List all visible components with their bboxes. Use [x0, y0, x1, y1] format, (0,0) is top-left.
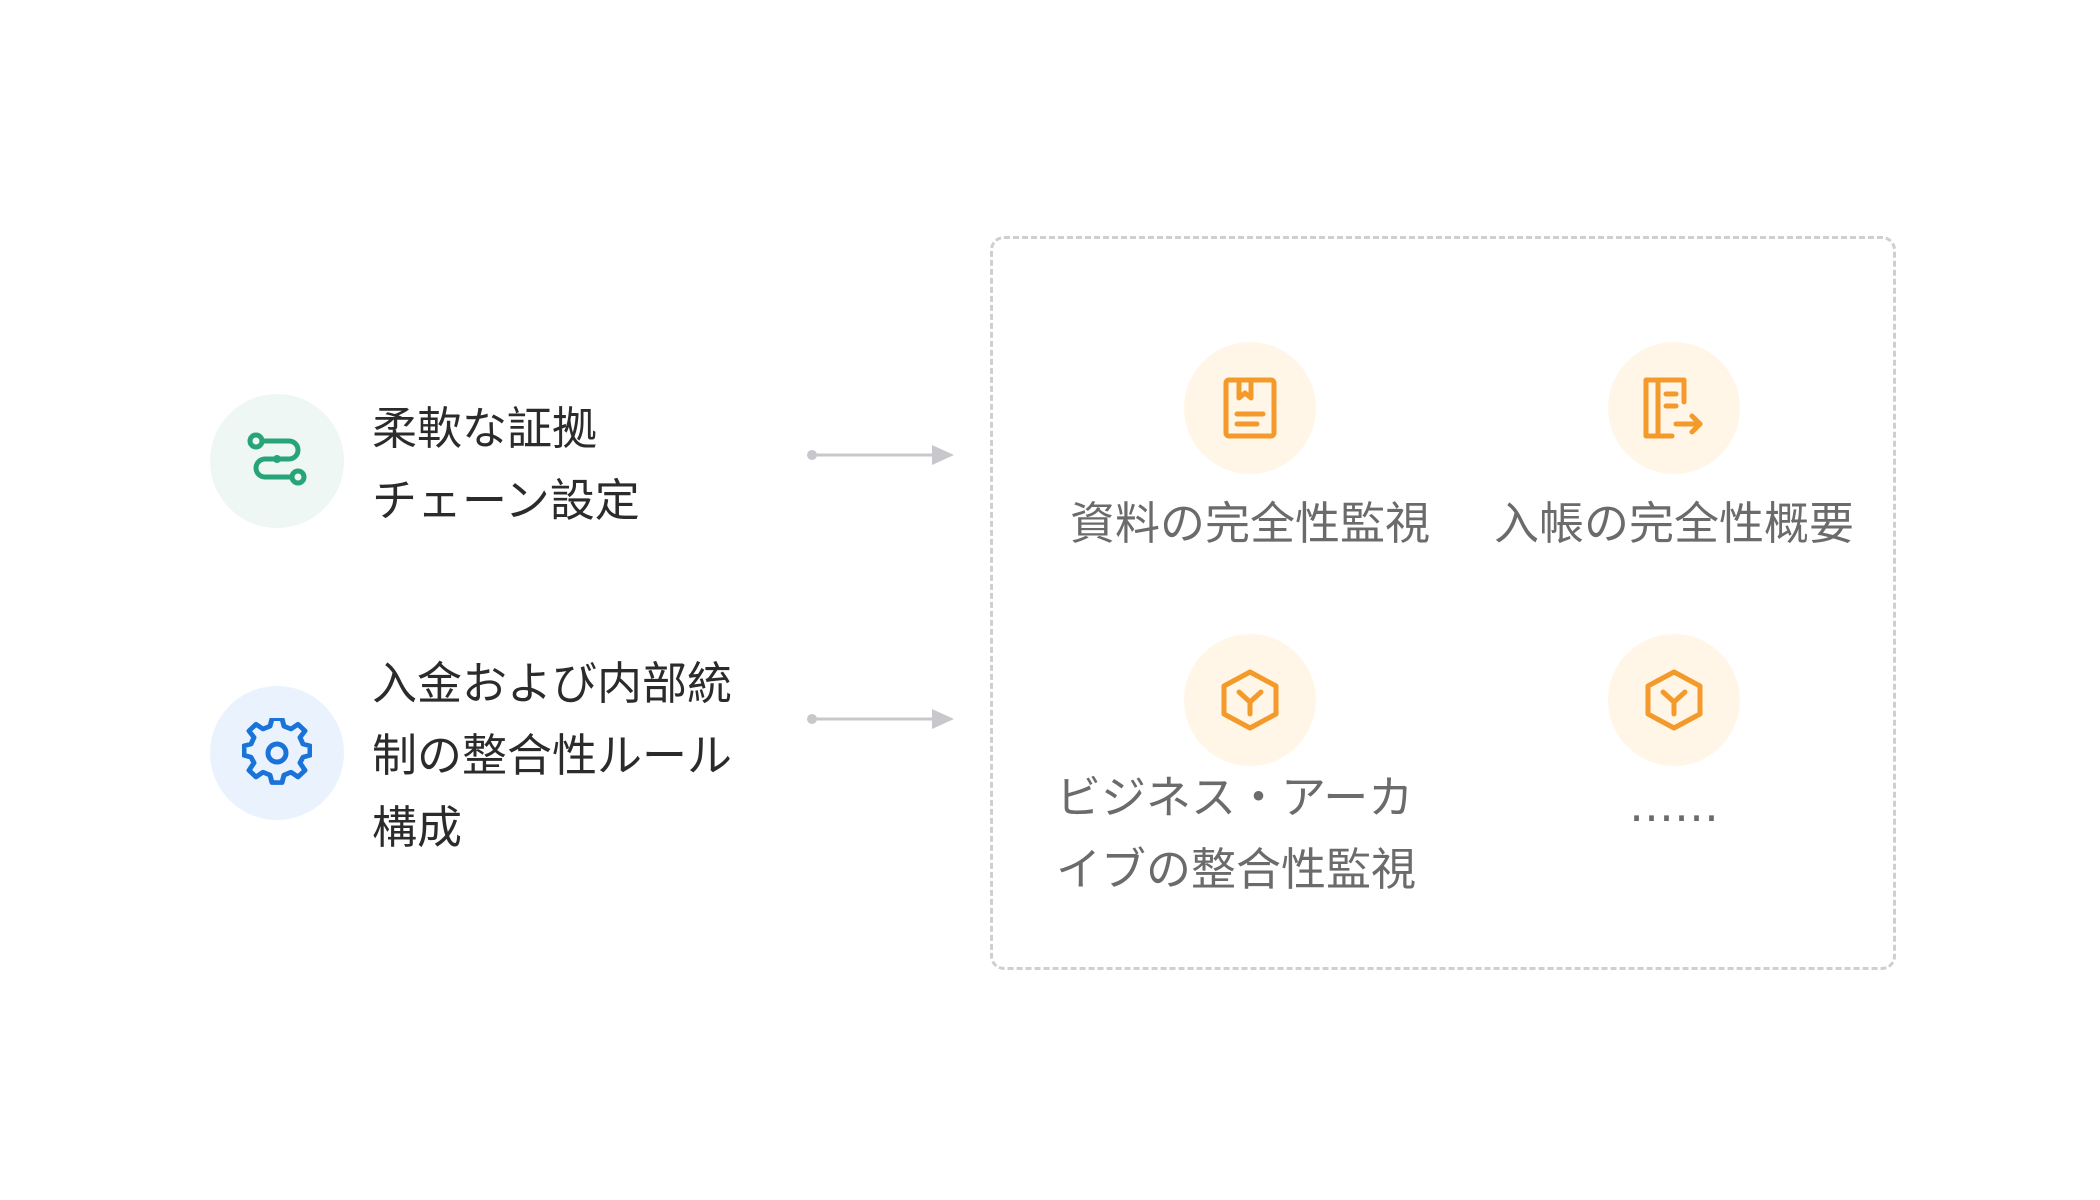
gear-icon-badge	[210, 686, 344, 820]
gear-icon	[242, 718, 312, 785]
ledger-icon-badge	[1608, 342, 1740, 474]
target-label-more: ……	[1629, 779, 1719, 832]
arrow-right-2	[807, 709, 954, 729]
cube-icon-badge	[1184, 634, 1316, 766]
monitoring-group-box	[990, 236, 1896, 970]
target-label-ledger-integrity: 入帳の完全性概要	[1493, 497, 1854, 550]
source-label-evidence-chain: 柔軟な証拠 チェーン設定	[372, 402, 640, 527]
cube-icon	[1221, 669, 1279, 731]
chain-icon-badge	[210, 394, 344, 528]
document-icon-badge	[1184, 342, 1316, 474]
source-label-rule-config: 入金および内部統 制の整合性ルール 構成	[372, 657, 733, 854]
document-bookmark-icon	[1223, 377, 1277, 439]
cube-icon-badge-more	[1608, 634, 1740, 766]
target-label-material-integrity: 資料の完全性監視	[1069, 497, 1430, 550]
chain-link-icon	[247, 432, 307, 486]
arrow-right-1	[807, 445, 954, 465]
target-label-archive-integrity: ビジネス・アーカ イブの整合性監視	[1056, 771, 1417, 896]
cube-icon	[1645, 669, 1703, 731]
ledger-export-icon	[1643, 377, 1703, 439]
